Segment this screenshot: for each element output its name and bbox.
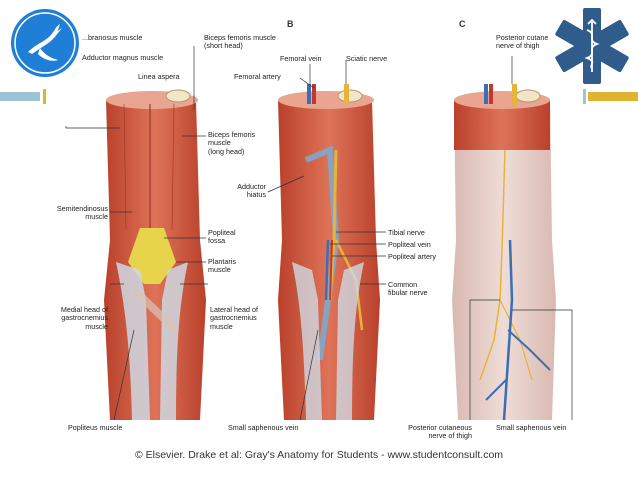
label-sciatic-nerve: Sciatic nerve bbox=[346, 54, 388, 63]
label-popliteal-vein: Popliteal vein bbox=[388, 240, 431, 249]
label-plantaris: Plantaris muscle bbox=[208, 257, 236, 275]
label-linea-aspera: Linea aspera bbox=[138, 72, 180, 81]
label-semitendinosus: Semitendinosus muscle bbox=[56, 204, 108, 222]
panel-c-leg bbox=[452, 84, 556, 421]
panel-label-c: C bbox=[459, 19, 466, 29]
label-femoral-vein: Femoral vein bbox=[280, 54, 322, 63]
label-lateral-gastrocnemius: Lateral head of gastrocnemius muscle bbox=[210, 305, 258, 331]
heron-bird-logo-icon bbox=[11, 9, 79, 77]
accent-bar-right bbox=[588, 92, 638, 101]
label-femoral-artery: Femoral artery bbox=[234, 72, 281, 81]
label-common-fibular: Common fibular nerve bbox=[388, 280, 428, 298]
accent-bar-left-gold bbox=[43, 89, 46, 104]
label-posterior-cutaneous-top: Posterior cutane nerve of thigh bbox=[496, 33, 549, 51]
label-small-saphenous-c: Small saphenous vein bbox=[496, 423, 567, 432]
label-popliteus: Popliteus muscle bbox=[68, 423, 123, 432]
label-adductor-magnus: Adductor magnus muscle bbox=[82, 53, 164, 62]
copyright-caption: © Elsevier. Drake et al: Gray's Anatomy … bbox=[134, 449, 504, 461]
panel-label-b: B bbox=[287, 19, 294, 29]
panel-b-leg bbox=[278, 84, 380, 420]
leader-lines bbox=[65, 46, 573, 421]
label-tibial-nerve: Tibial nerve bbox=[388, 228, 425, 237]
label-adductor-hiatus: Adductor hiatus bbox=[237, 182, 266, 200]
label-medial-gastrocnemius: Medial head of gastrocnemius muscle bbox=[60, 305, 108, 331]
label-posterior-cutaneous-bottom: Posterior cutaneous nerve of thigh bbox=[408, 423, 472, 441]
label-popliteal-artery: Popliteal artery bbox=[388, 252, 436, 261]
label-small-saphenous-b: Small saphenous vein bbox=[228, 423, 299, 432]
panel-a-leg bbox=[104, 89, 206, 420]
label-biceps-long: Biceps femoris muscle (long head) bbox=[208, 130, 256, 156]
label-membranosus: ...branosus muscle bbox=[82, 33, 143, 42]
star-of-life-icon bbox=[555, 8, 629, 84]
label-popliteal-fossa: Popliteal fossa bbox=[208, 228, 236, 246]
label-biceps-short: Biceps femoris muscle (short head) bbox=[204, 33, 276, 51]
accent-bar-right-blue bbox=[583, 89, 586, 104]
accent-bar-left bbox=[0, 92, 40, 101]
